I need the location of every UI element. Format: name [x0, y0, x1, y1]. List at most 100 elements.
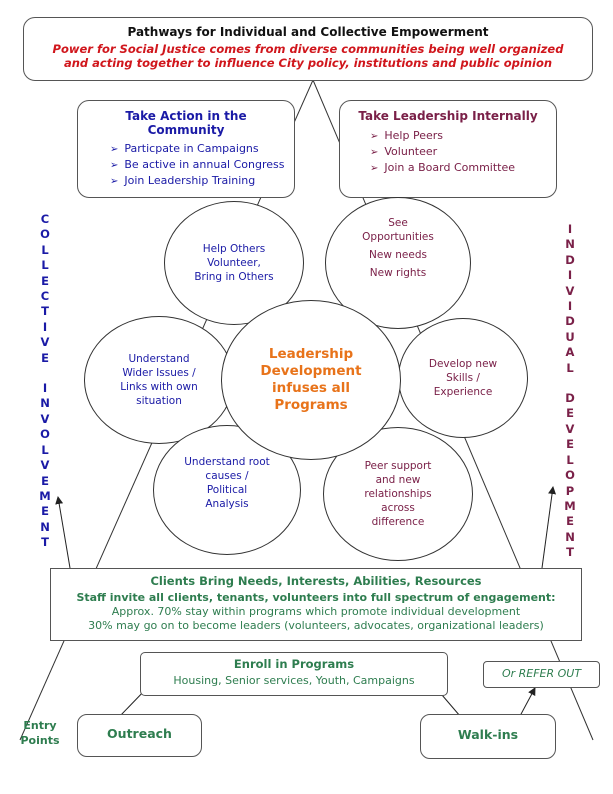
- vertical-letter: E: [566, 514, 574, 529]
- circle-text: Bring in Others: [194, 271, 274, 283]
- entry-points-line: Points: [20, 734, 60, 747]
- vertical-letter: L: [41, 258, 49, 273]
- circle-text: Wider Issues /: [122, 367, 196, 379]
- circle-text: New needs: [369, 249, 427, 261]
- header-box: Pathways for Individual and Collective E…: [23, 17, 593, 81]
- community-item: Be active in annual Congress: [110, 157, 294, 173]
- vertical-letter: V: [565, 421, 575, 436]
- community-title-line2: Community: [147, 123, 225, 137]
- refer-out-label: Or REFER OUT: [501, 667, 582, 680]
- vertical-letter: A: [565, 345, 575, 360]
- enroll-items: Housing, Senior services, Youth, Campaig…: [173, 674, 415, 687]
- vertical-letter: L: [41, 242, 49, 257]
- vertical-letter: M: [564, 498, 576, 513]
- vertical-letter: L: [566, 452, 574, 467]
- vertical-letter: O: [40, 227, 50, 242]
- clients-line1: Clients Bring Needs, Interests, Abilitie…: [150, 574, 482, 588]
- outreach-box: Outreach: [77, 714, 202, 757]
- vertical-letter: [35, 366, 55, 381]
- vertical-letter: T: [41, 535, 49, 550]
- leadership-item: Help Peers: [370, 128, 556, 144]
- vertical-letter: O: [565, 468, 575, 483]
- leadership-box: Take Leadership Internally Help Peers Vo…: [339, 100, 557, 198]
- vertical-letter: D: [565, 252, 575, 267]
- arrow-walkins-to-refer: [519, 687, 536, 717]
- refer-out-box: Or REFER OUT: [483, 661, 600, 688]
- circle-text: situation: [136, 395, 182, 407]
- community-item: Join Leadership Training: [110, 173, 294, 189]
- vertical-letter: V: [565, 283, 575, 298]
- circle-text: Political: [206, 484, 248, 496]
- leadership-item: Volunteer: [370, 144, 556, 160]
- clients-line2: Staff invite all clients, tenants, volun…: [76, 591, 556, 604]
- circle-text: difference: [371, 516, 425, 528]
- community-title-line1: Take Action in the: [125, 109, 247, 123]
- vertical-letter: E: [566, 406, 574, 421]
- center-text: Development: [260, 363, 362, 379]
- circle-text: Links with own: [120, 381, 198, 393]
- circle-text: relationships: [364, 488, 432, 500]
- arrow-individual: [541, 486, 557, 569]
- community-list: Particpate in Campaigns Be active in ann…: [110, 141, 294, 189]
- enroll-title: Enroll in Programs: [233, 657, 355, 671]
- circle-text: New rights: [369, 267, 427, 279]
- leadership-development-circle: Leadership Development infuses all Progr…: [221, 300, 401, 460]
- circle-text: Experience: [433, 386, 493, 398]
- arrow-collective: [55, 496, 71, 569]
- vertical-letter: I: [567, 222, 573, 236]
- leadership-item: Join a Board Committee: [370, 160, 556, 176]
- vertical-letter: V: [40, 411, 50, 426]
- clients-line4: 30% may go on to become leaders (volunte…: [88, 619, 544, 632]
- center-text: Programs: [274, 397, 348, 413]
- vertical-letter: O: [40, 427, 50, 442]
- center-text: infuses all: [271, 380, 350, 396]
- entry-points-line: Entry: [23, 719, 57, 732]
- header-subtitle-line2: and acting together to influence City po…: [63, 56, 553, 70]
- vertical-letter: N: [565, 529, 575, 544]
- clients-box: Clients Bring Needs, Interests, Abilitie…: [50, 568, 582, 641]
- vertical-letter: L: [566, 360, 574, 375]
- vertical-letter: N: [565, 237, 575, 252]
- clients-line3: Approx. 70% stay within programs which p…: [111, 605, 521, 618]
- circle-text: Develop new: [428, 358, 498, 370]
- vertical-letter: L: [41, 442, 49, 457]
- vertical-letter: N: [40, 519, 50, 534]
- vertical-letter: T: [41, 304, 49, 319]
- vertical-letter: [560, 376, 580, 391]
- vertical-letter: C: [40, 212, 50, 226]
- vertical-letter: I: [42, 381, 48, 396]
- circle-text: Skills /: [446, 372, 480, 384]
- vertical-letter: N: [40, 396, 50, 411]
- header-title: Pathways for Individual and Collective E…: [127, 25, 489, 39]
- circle-text: Opportunities: [362, 231, 434, 243]
- circle-text: Analysis: [205, 498, 249, 510]
- vertical-letter: T: [566, 545, 574, 560]
- circle-text: and new: [375, 474, 421, 486]
- develop-skills-circle: Develop new Skills / Experience: [398, 318, 528, 438]
- entry-points-label: Entry Points: [14, 718, 66, 748]
- outreach-label: Outreach: [107, 726, 172, 741]
- vertical-letter: E: [566, 437, 574, 452]
- vertical-letter: C: [40, 289, 50, 304]
- enroll-box: Enroll in Programs Housing, Senior servi…: [140, 652, 448, 696]
- circle-text: Understand root: [184, 456, 270, 468]
- vertical-letter: E: [41, 473, 49, 488]
- circle-text: across: [381, 502, 415, 514]
- vertical-letter: U: [565, 329, 575, 344]
- leadership-title: Take Leadership Internally: [358, 109, 538, 123]
- vertical-letter: M: [39, 488, 51, 503]
- center-text: Leadership: [268, 346, 354, 362]
- vertical-letter: E: [41, 504, 49, 519]
- vertical-letter: D: [565, 314, 575, 329]
- understand-wider-circle: Understand Wider Issues / Links with own…: [84, 316, 234, 444]
- community-item: Particpate in Campaigns: [110, 141, 294, 157]
- vertical-letter: V: [40, 335, 50, 350]
- vertical-letter: P: [565, 483, 575, 498]
- circle-text: Understand: [128, 353, 190, 365]
- circle-text: See: [388, 217, 408, 229]
- vertical-letter: E: [41, 273, 49, 288]
- vertical-letter: I: [567, 268, 573, 283]
- header-subtitle-line1: Power for Social Justice comes from dive…: [52, 42, 564, 56]
- vertical-letter: E: [41, 350, 49, 365]
- circle-text: Peer support: [364, 460, 432, 472]
